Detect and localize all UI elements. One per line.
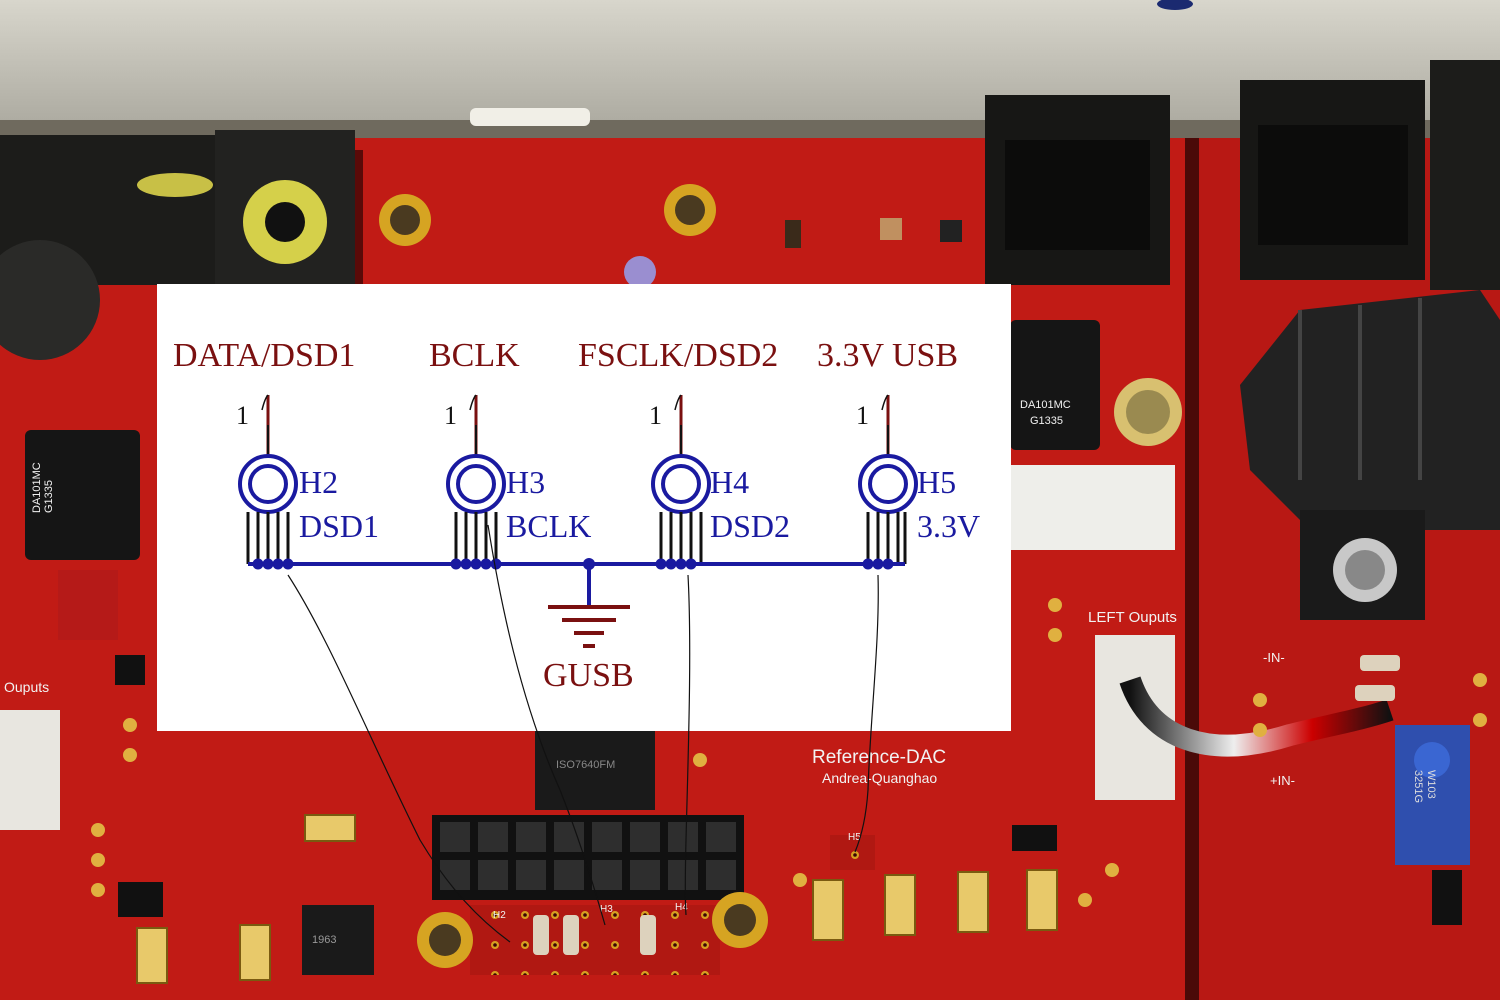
silk-author: Andrea-Quanghao [822, 770, 937, 786]
transformer-chip-left [25, 430, 140, 560]
right-jack-3 [1430, 60, 1500, 290]
header-legs [246, 512, 907, 564]
chip-mark-da101mc-right: DA101MC [1020, 399, 1071, 411]
soic-chip [302, 905, 374, 975]
net-label-data-dsd1: DATA/DSD1 [173, 337, 355, 374]
pin-ticks [261, 394, 889, 411]
transformer-chip-right [1010, 320, 1100, 450]
silk-h4: H4 [675, 902, 688, 913]
ground-net-label: GUSB [543, 657, 634, 694]
heatsink [1240, 290, 1500, 530]
regulator-screw-head [1345, 550, 1385, 590]
iso-chip [535, 730, 655, 810]
silk-brand: Reference-DAC [812, 747, 946, 768]
pin-number-h3: 1 [444, 401, 457, 430]
via-strip-2 [830, 835, 875, 870]
pin-number-h2: 1 [236, 401, 249, 430]
left-edge-connector [0, 710, 60, 830]
smd-part-1 [785, 220, 801, 248]
silk-plus-in: +IN- [1270, 773, 1295, 788]
designator-h3: H3 [506, 464, 545, 500]
silk-h2: H2 [493, 910, 506, 921]
rca-jack-top [137, 173, 213, 197]
red-relay [58, 570, 118, 640]
designator-h5: H5 [917, 464, 956, 500]
chip-mark-g1335-right: G1335 [1030, 415, 1063, 427]
right-jack-2-mouth [1258, 125, 1408, 245]
panel-screw [1157, 0, 1193, 10]
trimmer-pot-knob [1414, 742, 1450, 778]
chip-mark-pot-1: 3251G [1412, 770, 1424, 803]
output-cable [1119, 676, 1394, 757]
value-h4: DSD2 [710, 508, 790, 544]
jumpers [136, 814, 1058, 984]
board-screw-head [1126, 390, 1170, 434]
rca-jack-hole [265, 202, 305, 242]
value-h3: BCLK [506, 508, 591, 544]
designator-h2: H2 [299, 464, 338, 500]
resistors [533, 655, 1400, 955]
chip-mark-pot-2: W103 [1425, 770, 1437, 799]
ground-symbol [548, 605, 630, 648]
chip-mark-da101mc-left: DA101MC [31, 462, 43, 513]
silk-h3: H3 [600, 904, 613, 915]
panel-slot [470, 108, 590, 126]
solder-pads [91, 598, 1487, 907]
pin-stub-ends [267, 425, 889, 455]
schematic-panel [157, 284, 1011, 731]
chip-mark-g1335-left: G1335 [43, 480, 55, 513]
silk-minus-in: -IN- [1263, 650, 1285, 665]
junction-dots [252, 558, 894, 570]
value-h5: 3.3V [917, 508, 980, 544]
silk-left-outputs: LEFT Ouputs [1088, 609, 1177, 626]
value-h2: DSD1 [299, 508, 379, 544]
net-label-fsclk-dsd2: FSCLK/DSD2 [578, 337, 778, 374]
black-jumpers [115, 655, 1462, 925]
designator-h4: H4 [710, 464, 749, 500]
silk-outputs: Ouputs [4, 679, 49, 695]
pin-number-h4: 1 [649, 401, 662, 430]
annotation-wires [287, 524, 879, 943]
silk-h5: H5 [848, 832, 861, 843]
mount-hole-4-inner [724, 904, 756, 936]
mount-hole-3-inner [429, 924, 461, 956]
pin-header-cells [440, 822, 736, 890]
smd-part-2 [880, 218, 902, 240]
pin-number-h5: 1 [856, 401, 869, 430]
net-label-bclk: BCLK [429, 337, 520, 374]
chip-mark-iso: ISO7640FM [556, 759, 615, 771]
net-label-3v3-usb: 3.3V USB [817, 337, 958, 374]
mount-hole-2-inner [675, 195, 705, 225]
smd-part-3 [940, 220, 962, 242]
chip-mark-1963: 1963 [312, 934, 336, 946]
electrolytic-cap [624, 256, 656, 288]
board-gap [1185, 120, 1199, 1000]
xlr-jack [0, 240, 100, 360]
mount-hole-1-inner [390, 205, 420, 235]
via-strip-1 [470, 905, 720, 975]
white-connector [1010, 465, 1175, 550]
board-gap-left [355, 150, 363, 290]
right-jack-1-mouth [1005, 140, 1150, 250]
